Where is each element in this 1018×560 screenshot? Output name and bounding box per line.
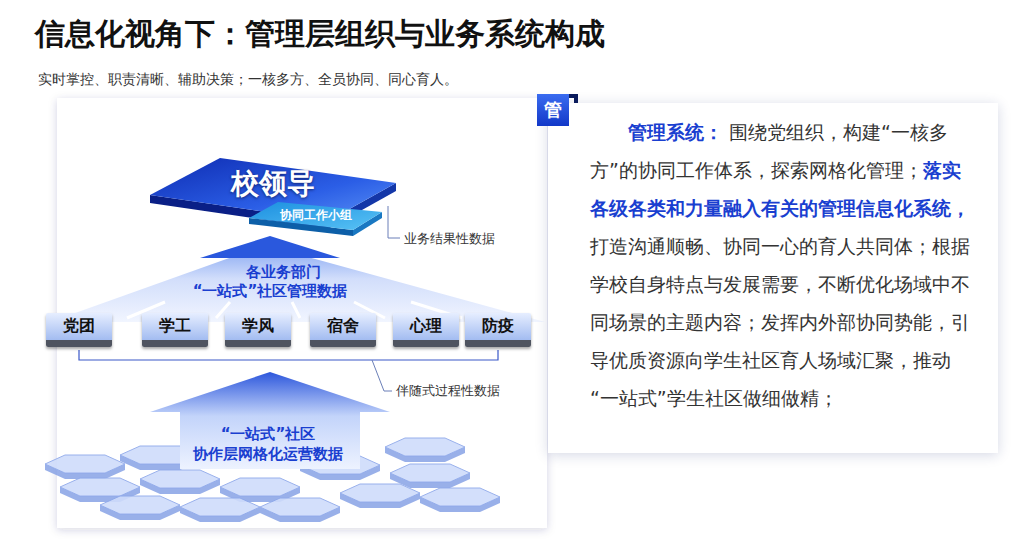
panel-paragraph: 管理系统：围绕党组织，构建“一核多方”的协同工作体系，探索网格化管理；落实各级各… xyxy=(590,113,976,417)
node-label: 协同工作小组 xyxy=(280,208,352,222)
leader-line xyxy=(388,206,400,238)
node-label: 宿舍 xyxy=(327,316,359,337)
hexagon-grid xyxy=(45,438,500,522)
data-note: 业务结果性数据 xyxy=(404,230,495,247)
up-arrow-body xyxy=(180,411,360,469)
body-text: 打造沟通顺畅、协同一心的育人共同体；根据学校自身特点与发展需要，不断优化场域中不… xyxy=(590,235,970,409)
highlight-text: 管理系统： xyxy=(628,121,723,143)
node-label: 学风 xyxy=(242,316,274,337)
department-box: 心理 xyxy=(393,313,459,347)
department-box: 学工 xyxy=(142,313,208,347)
department-box: 学风 xyxy=(225,313,291,347)
subtitle: 实时掌控、职责清晰、辅助决策；一核多方、全员协同、同心育人。 xyxy=(38,70,458,88)
fan-arrow-head xyxy=(200,236,340,258)
workgroup-slab: 协同工作小组 xyxy=(248,200,383,238)
leader-line xyxy=(372,360,392,391)
arrow-label: “一站式”社区管理数据 xyxy=(193,282,348,301)
up-arrow-head xyxy=(150,372,390,412)
arrow-label: 协作层网格化运营数据 xyxy=(193,445,343,464)
department-box: 党团 xyxy=(46,313,112,347)
node-label: 党团 xyxy=(63,316,95,337)
node-label: 防疫 xyxy=(482,316,514,337)
arrow-label: “一站式”社区 xyxy=(221,425,316,444)
text-panel: 管理系统：围绕党组织，构建“一核多方”的协同工作体系，探索网格化管理；落实各级各… xyxy=(548,103,998,453)
data-note: 伴随式过程性数据 xyxy=(396,382,500,399)
department-box: 防疫 xyxy=(465,313,531,347)
badge: 管 xyxy=(537,94,569,126)
arrow-label: 各业务部门 xyxy=(246,263,321,282)
slab-face xyxy=(249,202,382,230)
bracket-line xyxy=(79,350,498,360)
node-label: 管 xyxy=(544,98,562,122)
node-label: 学工 xyxy=(159,316,191,337)
title: 信息化视角下：管理层组织与业务系统构成 xyxy=(35,14,605,55)
title-underline xyxy=(35,60,515,62)
department-box: 宿舍 xyxy=(310,313,376,347)
node-label: 心理 xyxy=(410,316,442,337)
node-label: 校领导 xyxy=(231,165,315,203)
